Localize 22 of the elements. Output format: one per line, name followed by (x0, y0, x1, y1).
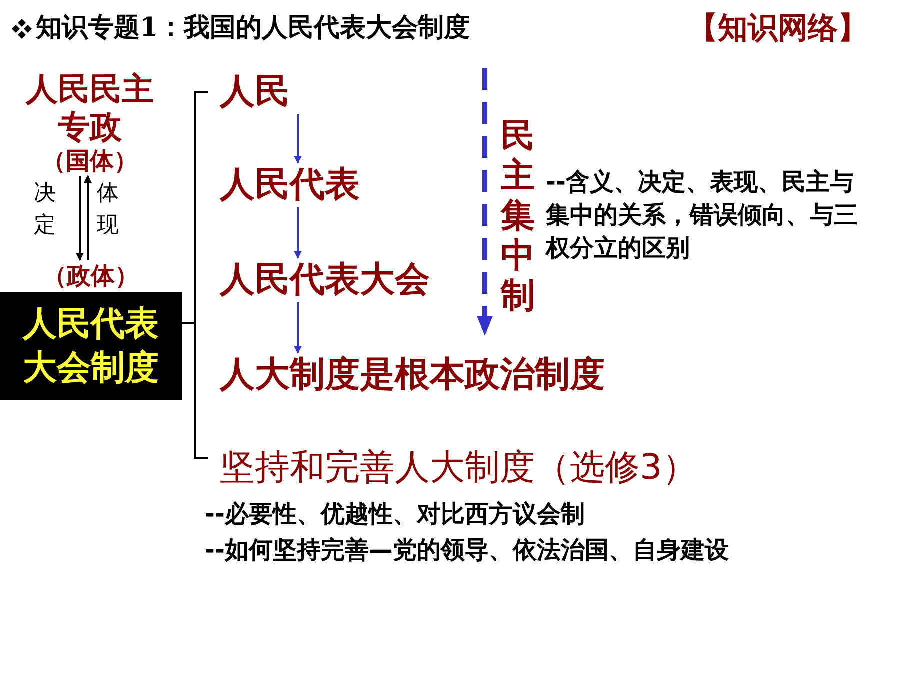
type-label: （政体） (42, 261, 140, 292)
edge-label: 决定 (33, 180, 57, 240)
arrow (294, 207, 302, 259)
term: 人民代表大会 (220, 259, 430, 302)
section-heading: 【知识网络】 (688, 10, 868, 48)
type-label: （国体） (41, 146, 139, 176)
term: 人民民主专政 (24, 70, 155, 146)
term-box: 人民代表大会制度 (0, 292, 182, 400)
note: --必要性、优越性、对比西方议会制 (205, 499, 585, 530)
title: 知识专题1：我国的人民代表大会制度 (36, 13, 470, 43)
vertical-term: 民主集中制 (500, 116, 536, 316)
arrow (294, 114, 302, 164)
term: 人大制度是根本政治制度 (220, 354, 605, 397)
term: 坚持和完善人大制度（选修3） (220, 447, 698, 490)
edge-label: 体现 (96, 180, 120, 240)
term: 人民 (220, 71, 290, 114)
arrow (76, 176, 84, 261)
term: 人民代表 (220, 164, 360, 207)
arrow (84, 175, 92, 260)
arrow (294, 302, 302, 354)
note: --含义、决定、表现、民主与集中的关系，错误倾向、与三权分立的区别 (546, 167, 859, 264)
note: --如何坚持完善—党的领导、依法治国、自身建设 (205, 535, 729, 566)
